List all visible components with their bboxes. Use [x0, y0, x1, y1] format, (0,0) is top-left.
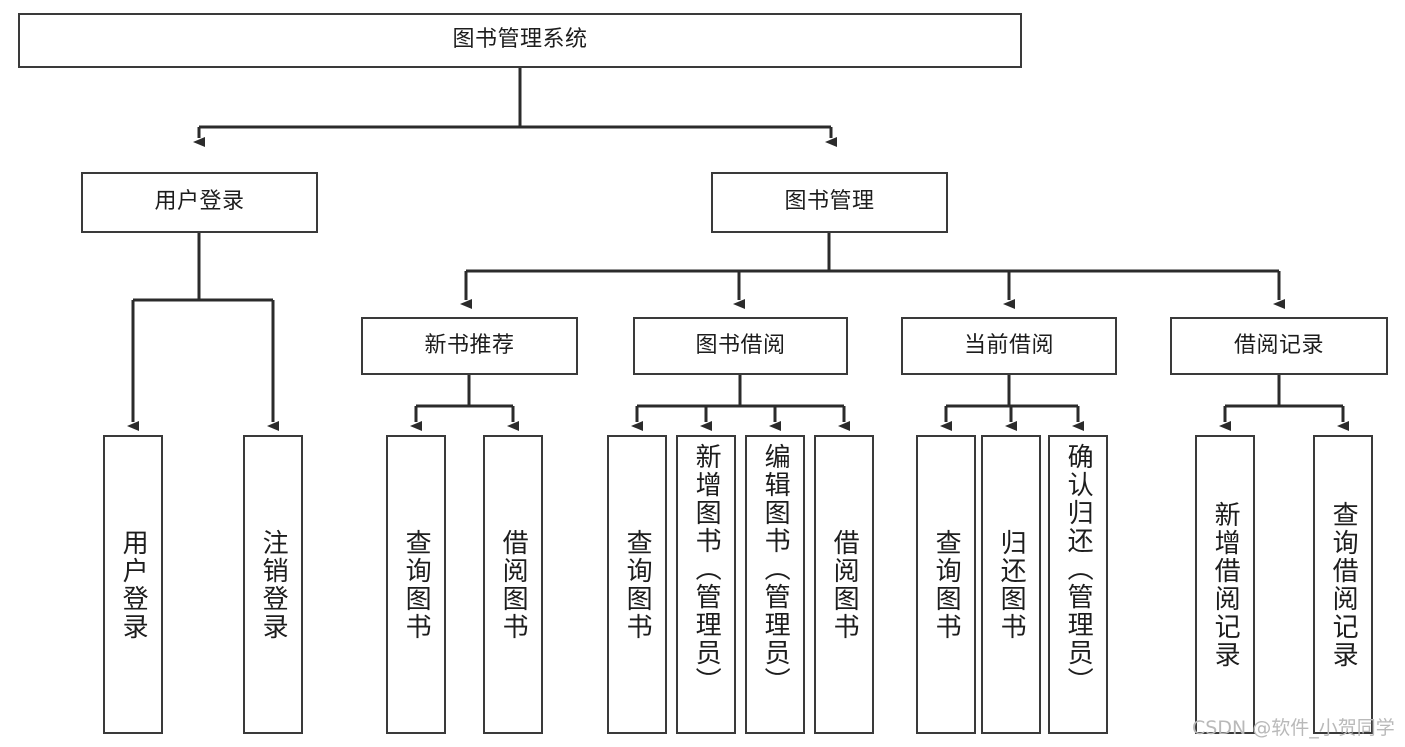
leaf-borrow-book-1[interactable]: 借阅图书: [483, 435, 543, 734]
leaf-query-book-2[interactable]: 查询图书: [607, 435, 667, 734]
node-current-borrow-label: 当前借阅: [963, 332, 1054, 358]
leaf-add-record-label: 新增借阅记录: [1210, 500, 1241, 669]
node-book-borrow[interactable]: 图书借阅: [633, 317, 848, 375]
leaf-confirm-return[interactable]: 确认归还（管理员）: [1048, 435, 1108, 734]
node-root-label: 图书管理系统: [452, 27, 588, 53]
node-borrow-record-label: 借阅记录: [1233, 332, 1324, 358]
leaf-edit-book[interactable]: 编辑图书（管理员）: [745, 435, 805, 734]
leaf-user-login[interactable]: 用户登录: [103, 435, 163, 734]
node-book-management-label: 图书管理: [784, 189, 875, 215]
leaf-query-record-label: 查询借阅记录: [1328, 500, 1359, 669]
node-book-management[interactable]: 图书管理: [711, 172, 948, 233]
node-new-book-recommend-label: 新书推荐: [424, 332, 515, 358]
leaf-add-book[interactable]: 新增图书（管理员）: [676, 435, 736, 734]
leaf-query-record[interactable]: 查询借阅记录: [1313, 435, 1373, 734]
node-user-login[interactable]: 用户登录: [81, 172, 318, 233]
leaf-return-book[interactable]: 归还图书: [981, 435, 1041, 734]
node-current-borrow[interactable]: 当前借阅: [901, 317, 1117, 375]
leaf-confirm-return-label: 确认归还（管理员）: [1063, 443, 1094, 695]
leaf-add-record[interactable]: 新增借阅记录: [1195, 435, 1255, 734]
leaf-return-book-label: 归还图书: [996, 528, 1027, 641]
leaf-query-book-3-label: 查询图书: [931, 528, 962, 641]
leaf-query-book-1-label: 查询图书: [401, 528, 432, 641]
leaf-user-logout[interactable]: 注销登录: [243, 435, 303, 734]
leaf-borrow-book-2-label: 借阅图书: [829, 528, 860, 641]
leaf-add-book-label: 新增图书（管理员）: [691, 443, 722, 695]
leaf-borrow-book-2[interactable]: 借阅图书: [814, 435, 874, 734]
leaf-user-logout-label: 注销登录: [258, 528, 289, 641]
node-borrow-record[interactable]: 借阅记录: [1170, 317, 1388, 375]
csdn-watermark: CSDN @软件_小贺同学: [1192, 717, 1395, 739]
leaf-query-book-3[interactable]: 查询图书: [916, 435, 976, 734]
leaf-query-book-2-label: 查询图书: [622, 528, 653, 641]
leaf-query-book-1[interactable]: 查询图书: [386, 435, 446, 734]
leaf-edit-book-label: 编辑图书（管理员）: [760, 443, 791, 695]
node-user-login-label: 用户登录: [154, 189, 245, 215]
node-book-borrow-label: 图书借阅: [695, 332, 786, 358]
leaf-borrow-book-1-label: 借阅图书: [498, 528, 529, 641]
node-new-book-recommend[interactable]: 新书推荐: [361, 317, 578, 375]
node-root[interactable]: 图书管理系统: [18, 13, 1022, 68]
leaf-user-login-label: 用户登录: [118, 528, 149, 641]
